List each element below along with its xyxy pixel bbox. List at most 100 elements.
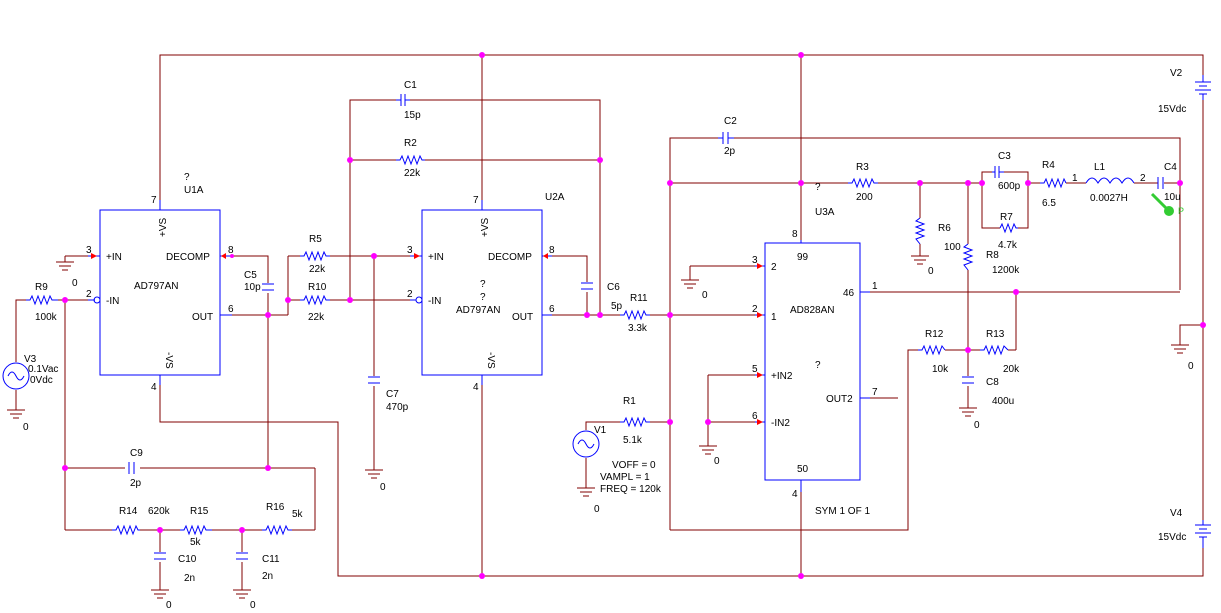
gnd-label-3: 0 bbox=[166, 600, 172, 611]
u2a-pin2: 2 bbox=[407, 289, 413, 300]
c10-value: 2n bbox=[184, 573, 195, 584]
r13-value: 20k bbox=[1003, 364, 1020, 375]
u3a-pin2: 2 bbox=[752, 304, 758, 315]
c8-value: 400u bbox=[992, 396, 1014, 407]
wires bbox=[15, 54, 1204, 590]
ground-icon bbox=[959, 407, 977, 417]
r1-value: 5.1k bbox=[623, 435, 643, 446]
u3a-pin5: 5 bbox=[752, 364, 758, 375]
c7-ref: C7 bbox=[386, 389, 399, 400]
opamp-u2a: U2A ? ? AD797AN +IN -IN DECOMP OUT +VS -… bbox=[407, 192, 565, 393]
u1a-minus-in: -IN bbox=[106, 296, 119, 307]
c2-ref: C2 bbox=[724, 116, 737, 127]
ground-icon bbox=[577, 487, 595, 497]
resistor-r14 bbox=[112, 524, 140, 536]
resistor-r13 bbox=[980, 344, 1009, 356]
ground-icon bbox=[681, 279, 699, 289]
ground-icon bbox=[151, 589, 169, 599]
l1-pin1: 1 bbox=[1072, 173, 1078, 184]
r10-value: 22k bbox=[308, 312, 325, 323]
u1a-unknown: ? bbox=[184, 172, 190, 183]
c8-ref: C8 bbox=[986, 377, 999, 388]
c7-value: 470p bbox=[386, 402, 409, 413]
opamp-u1a: ? U1A AD797AN +IN -IN DECOMP OUT +VS -VS… bbox=[86, 172, 234, 393]
inductor-l1: L1 0.0027H 1 2 bbox=[1072, 162, 1146, 204]
c6-value: 5p bbox=[611, 301, 623, 312]
u2a-decomp: DECOMP bbox=[488, 252, 532, 263]
resistor-r10 bbox=[300, 294, 330, 306]
u3a-unknown-2: ? bbox=[815, 360, 821, 371]
r13-ref: R13 bbox=[986, 329, 1005, 340]
probe-label: P bbox=[1178, 206, 1184, 216]
resistor-r8 bbox=[962, 243, 974, 271]
u2a-pin3: 3 bbox=[407, 245, 413, 256]
capacitor-c11 bbox=[236, 552, 248, 560]
capacitor-c5 bbox=[262, 283, 274, 291]
ground-icon bbox=[1171, 344, 1189, 354]
capacitor-c2 bbox=[718, 132, 734, 144]
capacitor-c3 bbox=[992, 166, 1004, 178]
u2a-vs-pos: +VS bbox=[480, 217, 491, 237]
opamp-u3a: U3A ? ? AD828AN SYM 1 OF 1 2 1 +IN2 -IN2… bbox=[752, 182, 878, 517]
capacitor-c7 bbox=[368, 376, 380, 384]
u3a-unknown-1: ? bbox=[815, 182, 821, 193]
l1-ref: L1 bbox=[1094, 162, 1106, 173]
r9-ref: R9 bbox=[35, 282, 48, 293]
gnd-label-4: 0 bbox=[250, 600, 256, 611]
u2a-ref: U2A bbox=[545, 192, 565, 203]
gnd-label-8: 0 bbox=[714, 456, 720, 467]
r9-value: 100k bbox=[35, 312, 58, 323]
resistor-r16 bbox=[262, 524, 292, 536]
gnd-label-5: 0 bbox=[380, 482, 386, 493]
v2-ref: V2 bbox=[1170, 68, 1183, 79]
r2-value: 22k bbox=[404, 168, 421, 179]
u2a-unknown-2: ? bbox=[480, 292, 486, 303]
u3a-p99: 99 bbox=[797, 252, 809, 263]
u2a-pin6: 6 bbox=[549, 304, 555, 315]
c11-value: 2n bbox=[262, 571, 273, 582]
ground-icon bbox=[56, 261, 74, 271]
u1a-pin4: 4 bbox=[151, 382, 157, 393]
u2a-part: AD797AN bbox=[456, 305, 500, 316]
u2a-out: OUT bbox=[512, 312, 533, 323]
resistor-r2 bbox=[396, 154, 425, 166]
v1-ref: V1 bbox=[594, 425, 607, 436]
c11-ref: C11 bbox=[262, 554, 280, 565]
r14-ref: R14 bbox=[119, 506, 138, 517]
r8-value: 1200k bbox=[992, 265, 1020, 276]
dc-source-v2: V2 15Vdc bbox=[1158, 68, 1211, 115]
r10-ref: R10 bbox=[308, 282, 327, 293]
u1a-vs-neg: -VS bbox=[163, 352, 174, 369]
u3a-pin1: 1 bbox=[872, 281, 878, 292]
u1a-decomp: DECOMP bbox=[166, 252, 210, 263]
r3-value: 200 bbox=[856, 192, 873, 203]
u2a-pin4: 4 bbox=[473, 382, 479, 393]
u3a-p46: 46 bbox=[843, 288, 855, 299]
resistor-r6 bbox=[914, 217, 926, 245]
u1a-part: AD797AN bbox=[134, 281, 178, 292]
l1-pin2: 2 bbox=[1140, 173, 1146, 184]
r11-value: 3.3k bbox=[628, 323, 648, 334]
r2-ref: R2 bbox=[404, 138, 417, 149]
voltage-source-v1: V1 VOFF = 0 VAMPL = 1 FREQ = 120k bbox=[572, 425, 662, 495]
gnd-label-11: 0 bbox=[1188, 361, 1194, 372]
r6-ref: R6 bbox=[938, 223, 951, 234]
c9-ref: C9 bbox=[130, 448, 143, 459]
voltage-probe-icon[interactable]: P bbox=[1150, 192, 1184, 216]
r14-value: 620k bbox=[148, 506, 171, 517]
u1a-out: OUT bbox=[192, 312, 213, 323]
u3a-plus-in2: +IN2 bbox=[771, 371, 793, 382]
r5-value: 22k bbox=[309, 264, 326, 275]
u1a-pin2: 2 bbox=[86, 289, 92, 300]
u2a-pin7: 7 bbox=[473, 195, 479, 206]
c6-ref: C6 bbox=[607, 282, 620, 293]
resistor-r3 bbox=[848, 177, 878, 189]
u1a-vs-pos: +VS bbox=[158, 217, 169, 237]
u1a-pin8: 8 bbox=[228, 245, 234, 256]
u3a-pin8: 8 bbox=[792, 229, 798, 240]
c1-ref: C1 bbox=[404, 80, 417, 91]
u3a-in1: 1 bbox=[771, 312, 777, 323]
v3-vdc: 0Vdc bbox=[30, 375, 53, 386]
c5-value: 10p bbox=[244, 282, 261, 293]
c1-value: 15p bbox=[404, 110, 421, 121]
